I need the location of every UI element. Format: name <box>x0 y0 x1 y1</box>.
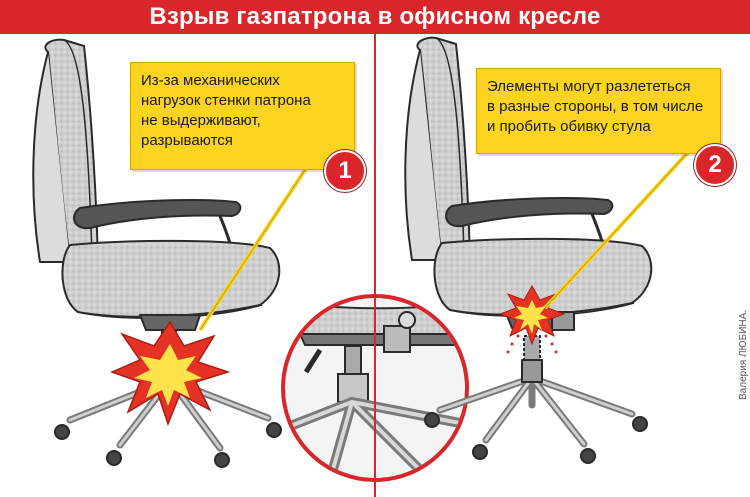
chair-left-armrest <box>73 199 242 230</box>
callout-2: Элементы могут разлететься в разные стор… <box>476 68 721 154</box>
panel-divider <box>374 34 376 497</box>
callout-1-text: Из-за механических нагрузок стенки патро… <box>141 72 311 149</box>
chair-left-seat <box>61 239 281 318</box>
number-badge-1: 1 <box>324 150 366 192</box>
author-credit: Валерия ЛЮБИНА. <box>738 309 749 400</box>
explosion-icon <box>109 320 231 427</box>
number-badge-2-label: 2 <box>708 151 722 178</box>
number-badge-2: 2 <box>694 144 736 186</box>
chair-right-armrest <box>445 197 614 228</box>
diagram-title: Взрыв газпатрона в офисном кресле <box>149 3 601 30</box>
callout-1: Из-за механических нагрузок стенки патро… <box>130 62 355 170</box>
chair-right <box>404 36 653 464</box>
callout-2-text: Элементы могут разлететься в разные стор… <box>487 78 704 135</box>
explosion-icon <box>498 284 566 346</box>
title-bar: Взрыв газпатрона в офисном кресле <box>0 0 750 34</box>
chair-left <box>32 38 282 468</box>
number-badge-1-label: 1 <box>338 157 352 184</box>
